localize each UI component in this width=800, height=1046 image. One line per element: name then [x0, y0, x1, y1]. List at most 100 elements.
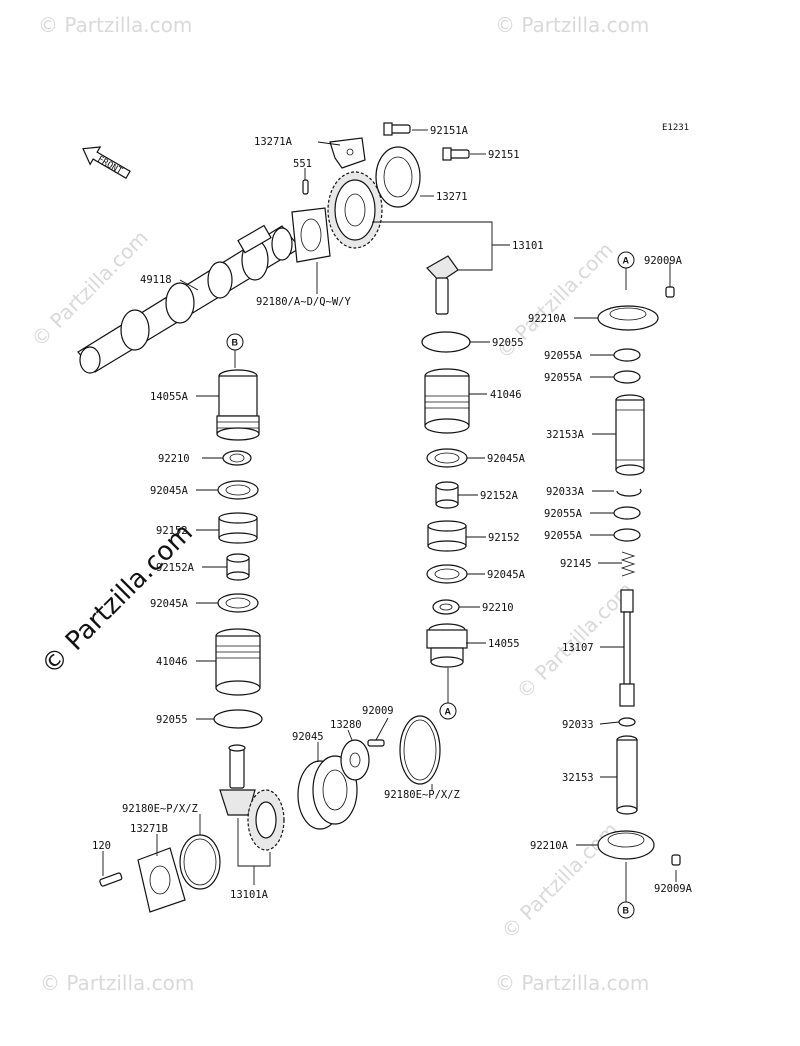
collar-part — [427, 520, 467, 552]
part-label: 41046 — [490, 389, 522, 401]
part-label: 13107 — [562, 642, 594, 654]
part-label: 92145 — [560, 558, 592, 570]
part-label: 41046 — [156, 656, 188, 668]
part-label: 92045A — [150, 598, 189, 610]
o-ring-part — [613, 370, 641, 384]
part-label: 92180/A~D/Q~W/Y — [256, 296, 352, 308]
part-label: 32153A — [546, 429, 585, 441]
watermark: © Partzilla.com — [38, 13, 192, 37]
housing-part — [216, 369, 260, 441]
o-ring-part — [613, 528, 641, 542]
part-label: 120 — [92, 840, 111, 852]
svg-text:B: B — [232, 338, 239, 348]
part-label: 32153 — [562, 772, 594, 784]
part-label: 92045A — [487, 453, 526, 465]
cover-part — [137, 847, 186, 913]
part-label: 14055 — [488, 638, 520, 650]
bolt-part — [99, 872, 123, 887]
pin-part — [302, 179, 309, 195]
part-label: 13101A — [230, 889, 269, 901]
part-label: 92152 — [488, 532, 520, 544]
ref-marker-b: B — [226, 333, 244, 368]
part-label: 13271 — [436, 191, 468, 203]
gasket-part — [375, 146, 421, 208]
bolt-part — [442, 147, 470, 161]
nut-part — [597, 305, 659, 331]
svg-text:A: A — [445, 707, 452, 717]
part-label: 92045 — [292, 731, 324, 743]
screw-part — [665, 286, 675, 298]
svg-text:B: B — [623, 906, 630, 916]
ref-marker-a: A — [439, 668, 457, 720]
leader-lines — [102, 129, 677, 885]
ref-marker-b: B — [617, 862, 635, 919]
part-label: 92055 — [156, 714, 188, 726]
part-label: 13101 — [512, 240, 544, 252]
screw-part — [671, 854, 681, 866]
bearing-part — [217, 480, 259, 500]
bearing-part — [426, 564, 468, 584]
part-label: 92210 — [158, 453, 190, 465]
part-label: 92210 — [482, 602, 514, 614]
plate-part — [340, 739, 370, 781]
gasket-part — [179, 834, 221, 890]
part-label: 92009A — [654, 883, 693, 895]
part-label: 49118 — [140, 274, 172, 286]
svg-text:FRONT: FRONT — [95, 155, 124, 177]
part-label: 92180E~P/X/Z — [384, 789, 460, 801]
part-label: 92009A — [644, 255, 683, 267]
part-label: 92055A — [544, 530, 583, 542]
part-label: 92045A — [487, 569, 526, 581]
svg-text:A: A — [623, 256, 630, 266]
gasket-part — [399, 715, 441, 785]
front-arrow-icon: FRONT — [82, 146, 131, 179]
tube-part — [616, 735, 638, 815]
part-label: 13280 — [330, 719, 362, 731]
o-ring-part — [613, 506, 641, 520]
bearing-part — [426, 448, 468, 468]
part-label: 92033A — [546, 486, 585, 498]
part-label: 92210A — [528, 313, 567, 325]
part-label: 92152A — [480, 490, 519, 502]
plate-part — [329, 137, 366, 169]
bolt-part — [383, 122, 411, 136]
bevel-gear-part — [426, 255, 459, 315]
part-label: 14055A — [150, 391, 189, 403]
watermark: © Partzilla.com — [40, 971, 194, 995]
watermark: © Partzilla.com — [512, 577, 638, 703]
spring-part — [620, 551, 636, 577]
shaft-part — [619, 589, 635, 707]
housing-part — [424, 368, 470, 434]
part-label: 92055A — [544, 350, 583, 362]
part-labels: 13271A 92151A 92151 551 13271 13101 4911… — [92, 125, 693, 901]
watermark: © Partzilla.com — [495, 13, 649, 37]
bearing-part — [217, 593, 259, 613]
circlip-part — [616, 488, 642, 497]
o-ring-part — [213, 709, 263, 729]
part-label: 551 — [293, 158, 312, 170]
part-label: 92033 — [562, 719, 594, 731]
diagram-code: E1231 — [662, 123, 689, 133]
part-label: 13271A — [254, 136, 293, 148]
collar-part — [226, 553, 250, 581]
part-label: 92151 — [488, 149, 520, 161]
o-ring-part — [613, 348, 641, 362]
part-label: 92009 — [362, 705, 394, 717]
collar-part — [218, 512, 258, 544]
part-label: 92210A — [530, 840, 569, 852]
cam-gear-part — [327, 171, 383, 249]
nut-part — [597, 830, 655, 860]
circlip-part — [618, 717, 636, 727]
collar-part — [435, 481, 459, 509]
watermark: © Partzilla.com — [495, 971, 649, 995]
part-label: 92180E~P/X/Z — [122, 803, 198, 815]
o-ring-part — [421, 331, 471, 353]
part-label: 92151A — [430, 125, 469, 137]
bevel-gear-part — [219, 744, 285, 851]
screw-part — [367, 739, 385, 747]
nut-part — [222, 450, 252, 466]
nut-part — [432, 599, 460, 615]
housing-part — [215, 628, 261, 696]
part-label: 13271B — [130, 823, 168, 835]
